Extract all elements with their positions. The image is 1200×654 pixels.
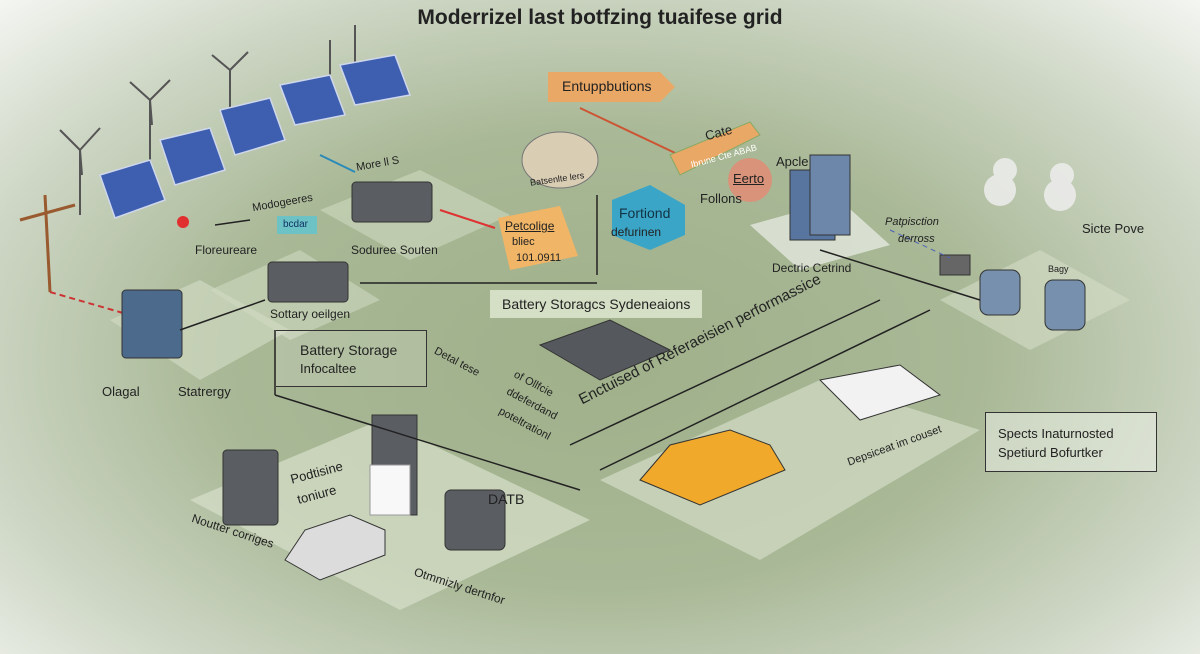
infocaltee-label: Infocaltee (300, 361, 357, 376)
bagy-label: Bagy (1048, 264, 1069, 274)
apcle-label: Apcle (776, 154, 809, 169)
floreureare-label: Floreureare (195, 243, 258, 257)
code-number: 101.0911 (516, 252, 562, 264)
sottary-label: Sottary oeilgen (270, 307, 351, 321)
spetiurd-label: Spetiurd Bofurtker (998, 445, 1103, 460)
petcolige-label: Petcolige (505, 219, 555, 233)
fortiond-label: Fortiond (619, 205, 671, 221)
spects-box: Spects Inaturnosted Spetiurd Bofurtker (985, 412, 1157, 472)
page-title: Moderrizel last botfzing tuaifese grid (417, 6, 783, 29)
battery-storage-box: Battery Storage Infocaltee (276, 330, 427, 387)
bcdar-label: bcdar (283, 219, 309, 230)
entupbutions-tag (548, 72, 675, 102)
orange-car (639, 429, 786, 506)
wind-turbines (59, 25, 356, 215)
derress-label: derross (898, 233, 935, 245)
entupbutions-label: Entuppbutions (562, 78, 652, 94)
battery-storages-box: Battery Storagcs Sydeneaions (490, 290, 703, 318)
soduree-souten-label: Soduree Souten (351, 243, 438, 257)
follons-label: Follons (700, 191, 742, 206)
dectric-label: Dectric Cetrind (772, 261, 852, 275)
eerto-label: Eerto (733, 171, 765, 186)
bliec-label: bliec (512, 236, 535, 248)
olagal-label: Olagal (102, 384, 140, 399)
datb-label: DATB (488, 491, 525, 507)
solar-panels (99, 54, 412, 219)
defurinen-label: defurinen (611, 225, 662, 239)
white-car (284, 514, 386, 581)
battery-storage-label: Battery Storage (300, 342, 398, 358)
spects-label: Spects Inaturnosted (998, 426, 1114, 441)
patpisction-label: Patpisction (885, 216, 939, 228)
sicte-pove-label: Sicte Pove (1082, 221, 1145, 236)
statrergy-label: Statrergy (178, 384, 231, 399)
